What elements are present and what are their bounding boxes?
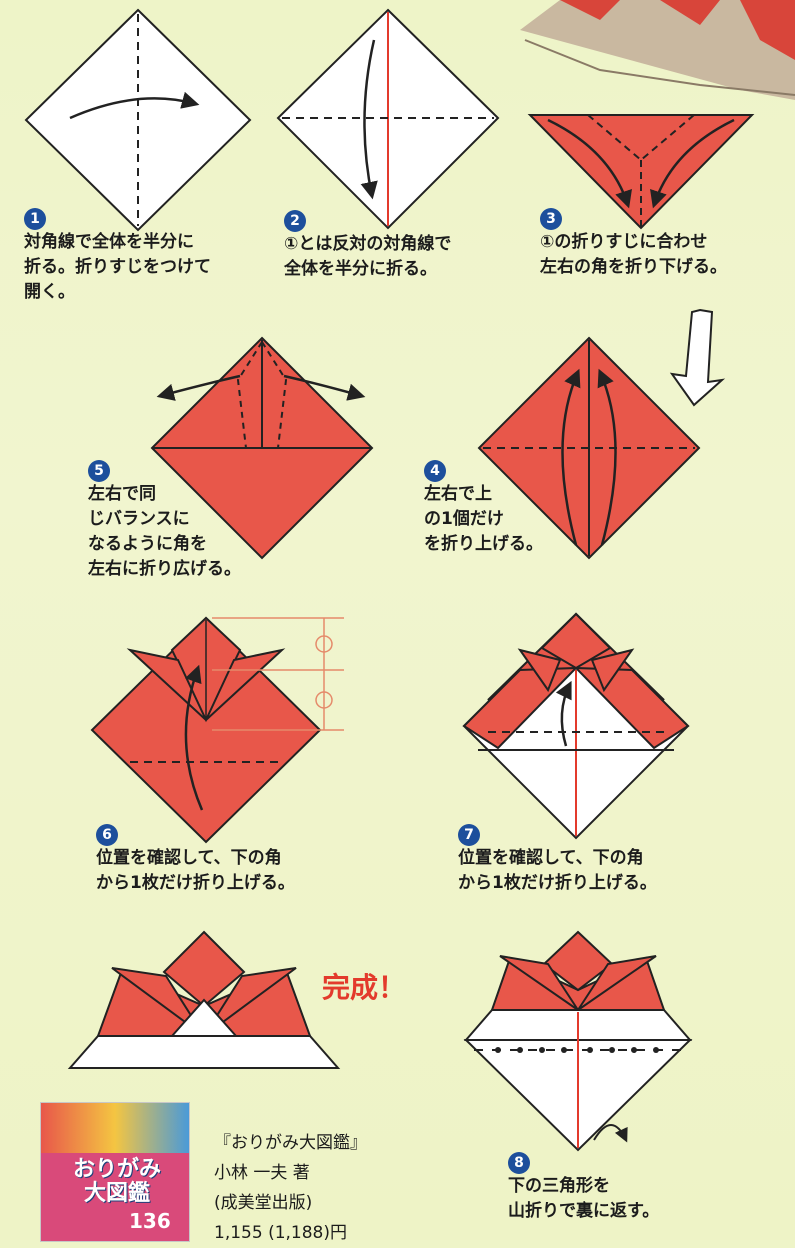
step-5-number: 5 <box>88 460 110 482</box>
step-1-number: 1 <box>24 208 46 230</box>
step-5: 5 左右で同 じバランスに なるように角を 左右に折り広げる。 <box>88 460 241 582</box>
step-5-text: 左右で同 じバランスに なるように角を 左右に折り広げる。 <box>88 484 241 579</box>
step-7: 7 位置を確認して、下の角 から1枚だけ折り上げる。 <box>458 824 657 896</box>
step-3: 3 ①の折りすじに合わせ 左右の角を折り下げる。 <box>540 208 727 280</box>
step-6: 6 位置を確認して、下の角 から1枚だけ折り上げる。 <box>96 824 295 896</box>
step-4-number: 4 <box>424 460 446 482</box>
step-8-text: 下の三角形を 山折りで裏に返す。 <box>508 1176 660 1221</box>
step-2-text: ①とは反対の対角線で 全体を半分に折る。 <box>284 234 452 279</box>
step-2-diagram <box>276 8 500 230</box>
book-cover: おりがみ 大図鑑 136 <box>40 1102 190 1242</box>
step-8-diagram <box>463 930 693 1152</box>
step-7-text: 位置を確認して、下の角 から1枚だけ折り上げる。 <box>458 848 657 893</box>
step-4: 4 左右で上 の1個だけ を折り上げる。 <box>424 460 543 557</box>
step-8-number: 8 <box>508 1152 530 1174</box>
step-3-number: 3 <box>540 208 562 230</box>
book-publisher: (成美堂出版) <box>214 1193 313 1213</box>
step-3-diagram <box>527 114 755 230</box>
step-1: 1 対角線で全体を半分に 折る。折りすじをつけて 開く。 <box>24 208 211 305</box>
step-6-diagram <box>90 616 344 844</box>
book-info: 『おりがみ大図鑑』 小林 一夫 著 (成美堂出版) 1,155 (1,188)円 <box>214 1128 367 1248</box>
completion-label: 完成！ <box>322 971 407 1004</box>
step-6-text: 位置を確認して、下の角 から1枚だけ折り上げる。 <box>96 848 295 893</box>
step-1-text: 対角線で全体を半分に 折る。折りすじをつけて 開く。 <box>24 232 211 302</box>
step-5-diagram <box>150 336 374 560</box>
cover-art-bottom <box>41 1153 189 1241</box>
step-2-number: 2 <box>284 210 306 232</box>
book-author: 小林 一夫 著 <box>214 1163 310 1183</box>
step-7-diagram <box>462 612 690 840</box>
finished-helmet-diagram <box>67 930 341 1069</box>
step-4-text: 左右で上 の1個だけ を折り上げる。 <box>424 484 543 554</box>
book-title: 『おりがみ大図鑑』 <box>214 1133 367 1153</box>
step-6-number: 6 <box>96 824 118 846</box>
step-4-diagram <box>477 336 701 560</box>
step-3-text: ①の折りすじに合わせ 左右の角を折り下げる。 <box>540 232 727 277</box>
step-1-diagram <box>24 8 252 232</box>
cover-count: 136 <box>129 1209 171 1233</box>
flow-arrow-icon <box>669 308 726 407</box>
cover-title: おりがみ 大図鑑 <box>72 1157 161 1206</box>
step-2: 2 ①とは反対の対角線で 全体を半分に折る。 <box>284 210 451 282</box>
step-8: 8 下の三角形を 山折りで裏に返す。 <box>508 1152 659 1224</box>
book-price: 1,155 (1,188)円 <box>214 1223 348 1243</box>
cover-art-top <box>41 1103 189 1153</box>
step-7-number: 7 <box>458 824 480 846</box>
finished-helmet-photo <box>520 0 795 100</box>
